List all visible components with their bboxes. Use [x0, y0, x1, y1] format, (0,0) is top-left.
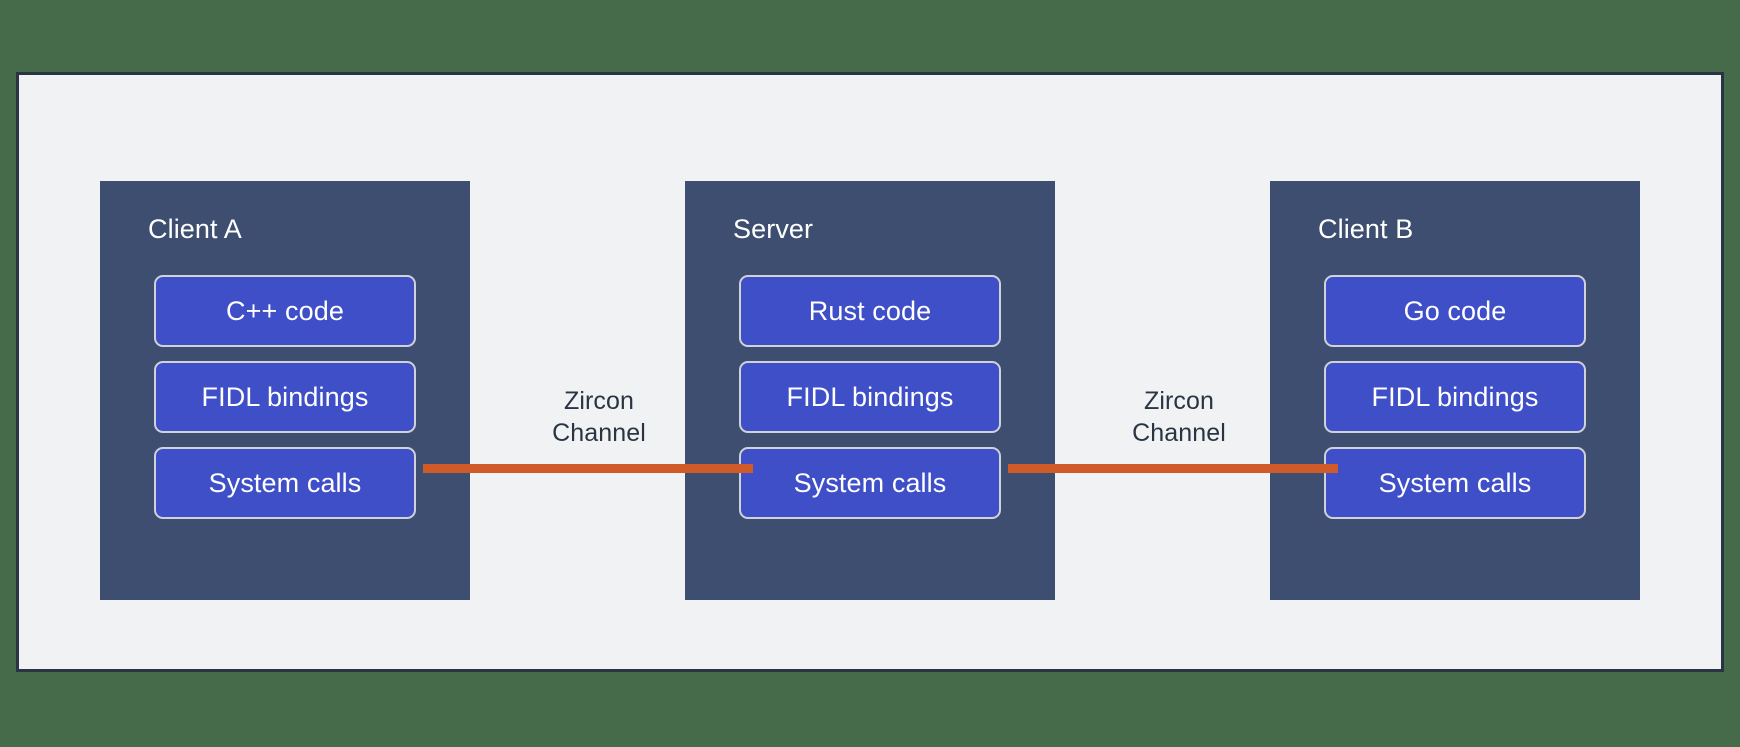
layer-box-fidl-bindings[interactable]: FIDL bindings [154, 361, 416, 433]
node-panel-client-b: Client B Go code FIDL bindings System ca… [1270, 181, 1640, 600]
layer-stack-client-a: C++ code FIDL bindings System calls [154, 275, 416, 519]
connector-zircon-channel-right [1008, 464, 1338, 473]
node-panel-client-a: Client A C++ code FIDL bindings System c… [100, 181, 470, 600]
layer-box-cpp-code[interactable]: C++ code [154, 275, 416, 347]
connector-label-zircon-channel-left: Zircon Channel [499, 385, 699, 449]
connector-zircon-channel-left [423, 464, 753, 473]
layer-stack-server: Rust code FIDL bindings System calls [739, 275, 1001, 519]
layer-box-go-code[interactable]: Go code [1324, 275, 1586, 347]
layer-box-system-calls[interactable]: System calls [154, 447, 416, 519]
layer-box-system-calls[interactable]: System calls [1324, 447, 1586, 519]
layer-box-system-calls[interactable]: System calls [739, 447, 1001, 519]
connector-label-line-1: Zircon [1143, 387, 1215, 415]
connector-label-line-1: Zircon [563, 387, 635, 415]
layer-box-fidl-bindings[interactable]: FIDL bindings [1324, 361, 1586, 433]
layer-box-rust-code[interactable]: Rust code [739, 275, 1001, 347]
layer-box-fidl-bindings[interactable]: FIDL bindings [739, 361, 1001, 433]
layer-stack-client-b: Go code FIDL bindings System calls [1324, 275, 1586, 519]
connector-label-zircon-channel-right: Zircon Channel [1079, 385, 1279, 449]
connector-label-line-2: Channel [1132, 419, 1226, 447]
connector-label-line-2: Channel [552, 419, 646, 447]
panel-title-client-a: Client A [148, 214, 242, 244]
node-panel-server: Server Rust code FIDL bindings System ca… [685, 181, 1055, 600]
panel-title-server: Server [733, 214, 814, 244]
panel-title-client-b: Client B [1318, 214, 1414, 244]
diagram-canvas: Client A C++ code FIDL bindings System c… [16, 72, 1724, 672]
